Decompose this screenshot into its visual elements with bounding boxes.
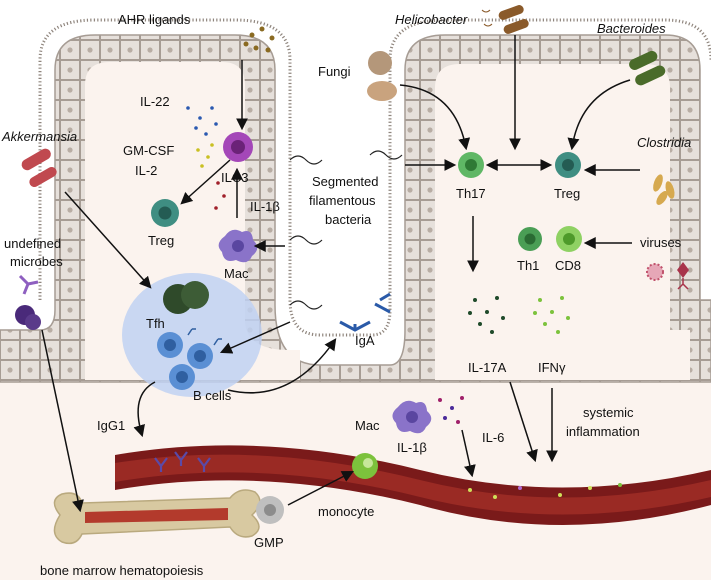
blood-vessel (115, 445, 711, 525)
clostridia-bacteria-icon (653, 174, 675, 205)
bacteroides-bacteria-icon (629, 50, 666, 86)
label-segmented: Segmented (312, 174, 379, 189)
undefined-microbe-icons (15, 274, 41, 330)
label-treg-right: Treg (554, 186, 580, 201)
label-il1b-bottom: IL-1β (397, 440, 427, 455)
label-ilc3: ILC3 (221, 170, 248, 185)
iga-antibody-icon (339, 292, 391, 332)
bone-icon (53, 489, 261, 545)
label-helicobacter: Helicobacter (395, 12, 468, 27)
treg-left-cell (151, 199, 179, 227)
helicobacter-bacteria-icon (481, 5, 529, 34)
akkermansia-bacteria-icon (21, 148, 57, 187)
label-ahr-ligands: AHR ligands (118, 12, 191, 27)
fungi-icon (367, 51, 397, 101)
b-cell-follicle (122, 273, 262, 397)
label-th17: Th17 (456, 186, 486, 201)
label-cd8: CD8 (555, 258, 581, 273)
label-clostridia: Clostridia (637, 135, 691, 150)
virus-icons (646, 262, 689, 290)
th1-cell (518, 227, 542, 251)
label-bacteria: bacteria (325, 212, 372, 227)
mac-left-cell (218, 229, 258, 263)
label-mac-left: Mac (224, 266, 249, 281)
arrows (41, 35, 640, 513)
b-cell-group (157, 328, 222, 390)
label-il6: IL-6 (482, 430, 504, 445)
label-il22: IL-22 (140, 94, 170, 109)
label-gmcsf: GM-CSF (123, 143, 174, 158)
treg-right-cell (555, 152, 581, 178)
label-monocyte: monocyte (318, 504, 374, 519)
cd8-cell (556, 226, 582, 252)
ilc3-cell (223, 132, 253, 162)
cytokine-dots (186, 26, 622, 499)
label-ifng: IFNγ (538, 360, 566, 375)
gmp-cell (256, 496, 284, 524)
label-treg-left: Treg (148, 233, 174, 248)
label-b-cells: B cells (193, 388, 232, 403)
label-bone-marrow: bone marrow hematopoiesis (40, 563, 204, 578)
tfh-cell (163, 281, 209, 314)
label-inflammation: inflammation (566, 424, 640, 439)
label-fungi: Fungi (318, 64, 351, 79)
th17-cell (458, 152, 484, 178)
label-igg1: IgG1 (97, 418, 125, 433)
label-viruses: viruses (640, 235, 682, 250)
label-il2: IL-2 (135, 163, 157, 178)
label-akkermansia: Akkermansia (1, 129, 77, 144)
label-il17a: IL-17A (468, 360, 507, 375)
label-filamentous: filamentous (309, 193, 376, 208)
label-bacteroides: Bacteroides (597, 21, 666, 36)
label-th1: Th1 (517, 258, 539, 273)
mac-bottom-cell (392, 400, 432, 434)
label-tfh: Tfh (146, 316, 165, 331)
label-gmp: GMP (254, 535, 284, 550)
label-iga: IgA (355, 333, 375, 348)
label-mac-bottom: Mac (355, 418, 380, 433)
monocyte-cell (352, 453, 378, 479)
label-undefined: undefined (4, 236, 61, 251)
label-systemic: systemic (583, 405, 634, 420)
label-microbes: microbes (10, 254, 63, 269)
sfb-squiggles (289, 150, 403, 310)
igg1-antibody-icons (154, 451, 211, 472)
label-il1b-top: IL-1β (250, 199, 280, 214)
